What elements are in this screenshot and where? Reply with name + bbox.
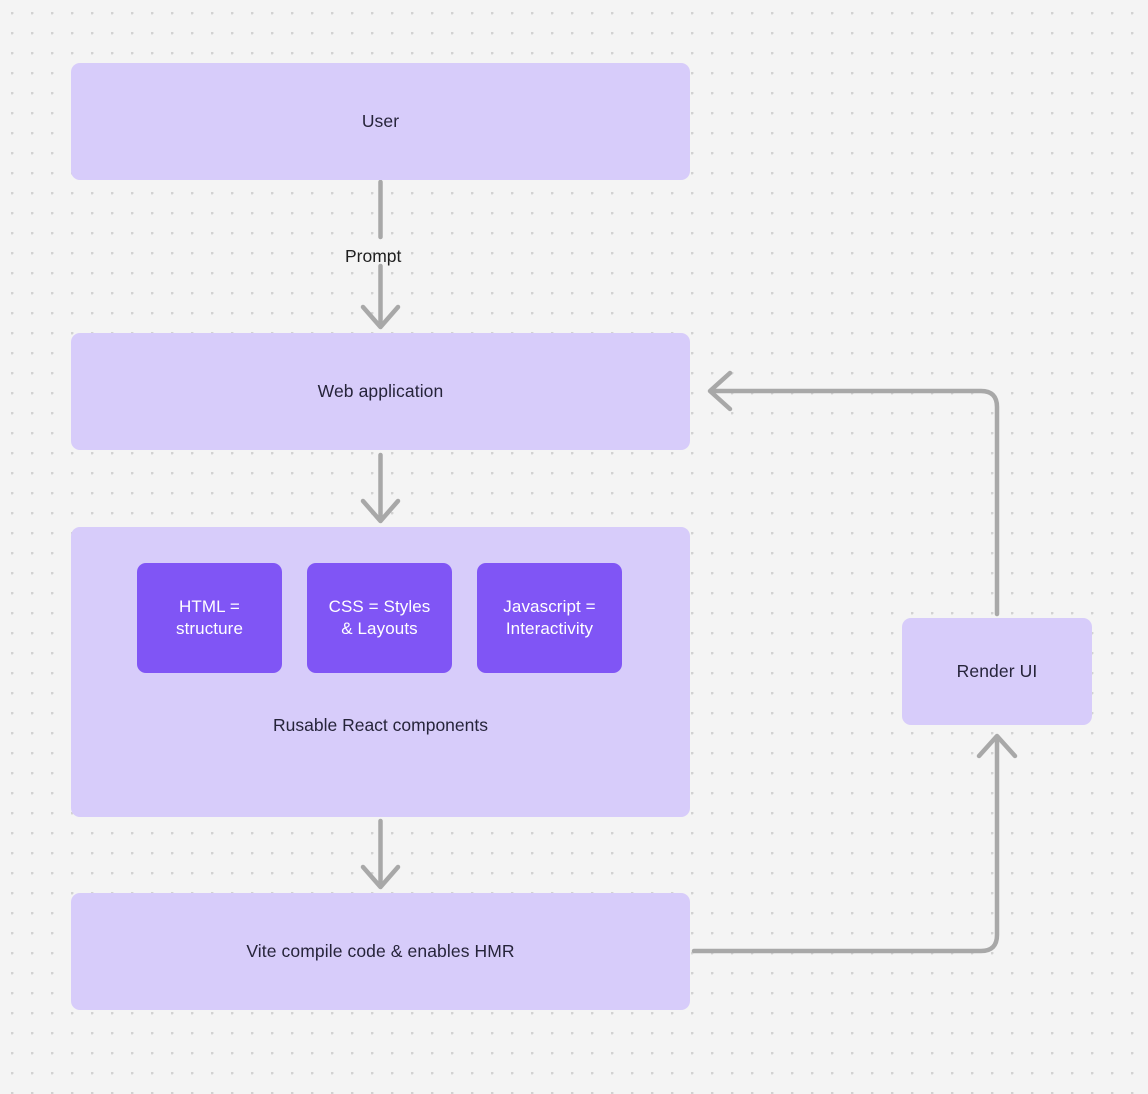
edge-render-to-webapp bbox=[707, 370, 1000, 617]
edge-label-prompt: Prompt bbox=[345, 246, 402, 266]
node-user[interactable]: User bbox=[71, 63, 690, 180]
node-css-styles-layouts[interactable]: CSS = Styles & Layouts bbox=[307, 563, 452, 673]
node-html-structure[interactable]: HTML = structure bbox=[137, 563, 282, 673]
node-render-ui[interactable]: Render UI bbox=[902, 618, 1092, 725]
node-javascript-interactivity[interactable]: Javascript = Interactivity bbox=[477, 563, 622, 673]
edge-components-to-vite bbox=[360, 818, 401, 890]
node-components-caption: Rusable React components bbox=[273, 715, 488, 735]
edge-webapp-to-components bbox=[360, 452, 401, 524]
node-vite-compile[interactable]: Vite compile code & enables HMR bbox=[71, 893, 690, 1010]
edge-vite-to-render bbox=[691, 733, 1018, 954]
node-web-application[interactable]: Web application bbox=[71, 333, 690, 450]
